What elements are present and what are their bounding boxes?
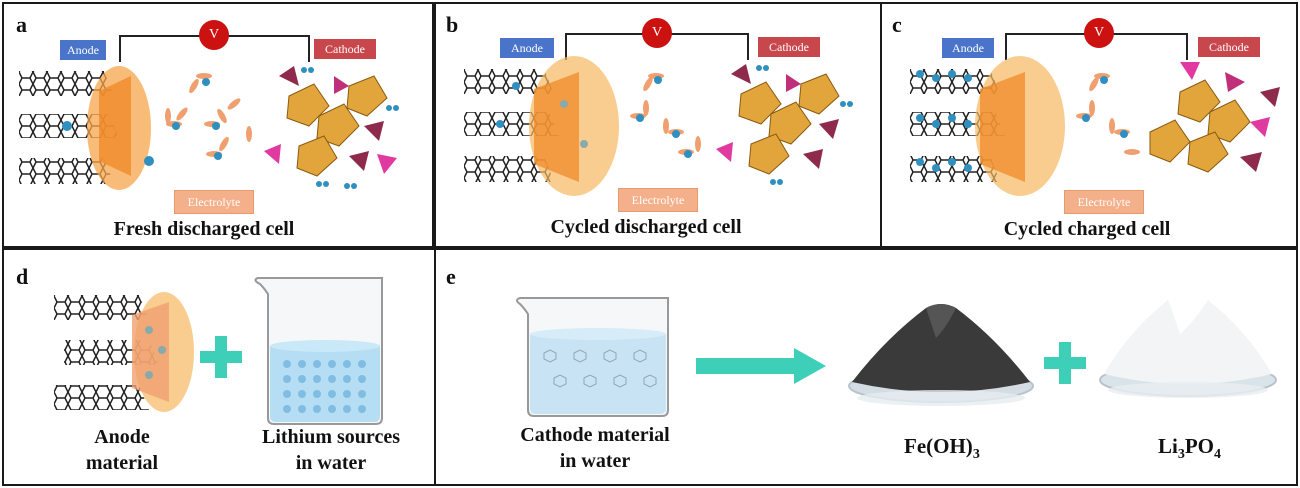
caption-line: in water [295, 452, 367, 474]
panel-label: a [16, 12, 27, 37]
electrolyte-tag: Electrolyte [174, 190, 254, 214]
cathode-tag: Cathode [1198, 37, 1260, 57]
lithium-phosphate-label: Li3PO4 [1158, 434, 1221, 463]
voltmeter-icon: V [642, 18, 672, 48]
panel-caption: Cycled charged cell [1003, 218, 1171, 240]
panel-label: b [446, 12, 459, 37]
caption-line: Anode [94, 426, 150, 448]
caption-line: in water [559, 450, 631, 472]
cathode-tag: Cathode [314, 39, 376, 59]
panel-label: d [16, 264, 29, 289]
formula-subscript: 3 [972, 447, 980, 463]
beaker-icon [254, 277, 383, 425]
plus-icon [1044, 342, 1086, 384]
panel-b: b Anode Cathode V Electrolyte [434, 2, 882, 248]
lithium-phosphate-powder-icon [1099, 293, 1277, 398]
caption-line: material [85, 452, 159, 474]
electrolyte-tag: Electrolyte [618, 188, 698, 212]
formula-subscript: 4 [1214, 447, 1222, 463]
electrolyte-ions-icon [630, 73, 701, 158]
process-arrow-icon [696, 348, 826, 384]
cathode-material-caption: Cathode material in water [500, 422, 690, 474]
beaker-icon [516, 297, 669, 417]
anode-tag: Anode [60, 40, 106, 60]
panel-caption: Fresh discharged cell [113, 218, 295, 240]
anode-tag: Anode [942, 38, 994, 58]
voltmeter-icon: V [199, 20, 229, 50]
iron-hydroxide-powder-icon [848, 304, 1034, 406]
formula-text: PO [1184, 434, 1215, 458]
cathode-tag: Cathode [758, 37, 820, 57]
panel-label: e [446, 264, 456, 289]
panel-caption: Cycled discharged cell [550, 216, 742, 238]
cathode-crystal-icon [716, 64, 853, 185]
formula-text: Fe(OH) [904, 434, 973, 458]
panel-label: c [892, 12, 902, 37]
cathode-crystal-icon [1149, 62, 1280, 173]
iron-hydroxide-label: Fe(OH)3 [904, 434, 980, 463]
lithium-sources-caption: Lithium sources in water [246, 424, 416, 476]
panel-d: d Anode material Lithium sources [2, 248, 436, 486]
electrolyte-ions-icon [1076, 73, 1140, 155]
cathode-crystal-icon [264, 66, 399, 189]
anode-material-icon [54, 292, 194, 412]
plus-icon [200, 336, 242, 378]
panel-a: a Anode Cathode V Electrolyte [2, 2, 434, 248]
anode-tag: Anode [500, 38, 554, 58]
caption-line: Cathode material [520, 424, 670, 446]
formula-subscript: 3 [1177, 447, 1185, 463]
panel-c: c Anode Cathode V Electrolyte [880, 2, 1298, 248]
electrolyte-tag: Electrolyte [1064, 190, 1144, 214]
electrolyte-ions-icon [165, 73, 252, 160]
voltmeter-icon: V [1084, 18, 1114, 48]
formula-text: Li [1158, 434, 1178, 458]
caption-line: Lithium sources [262, 426, 400, 448]
panel-e: e Cathode material in water Fe(OH)3 [434, 248, 1298, 486]
anode-graphene-icon [910, 56, 1065, 196]
anode-material-caption: Anode material [72, 424, 172, 476]
anode-graphene-icon [464, 56, 619, 196]
anode-graphene-icon [19, 66, 154, 190]
